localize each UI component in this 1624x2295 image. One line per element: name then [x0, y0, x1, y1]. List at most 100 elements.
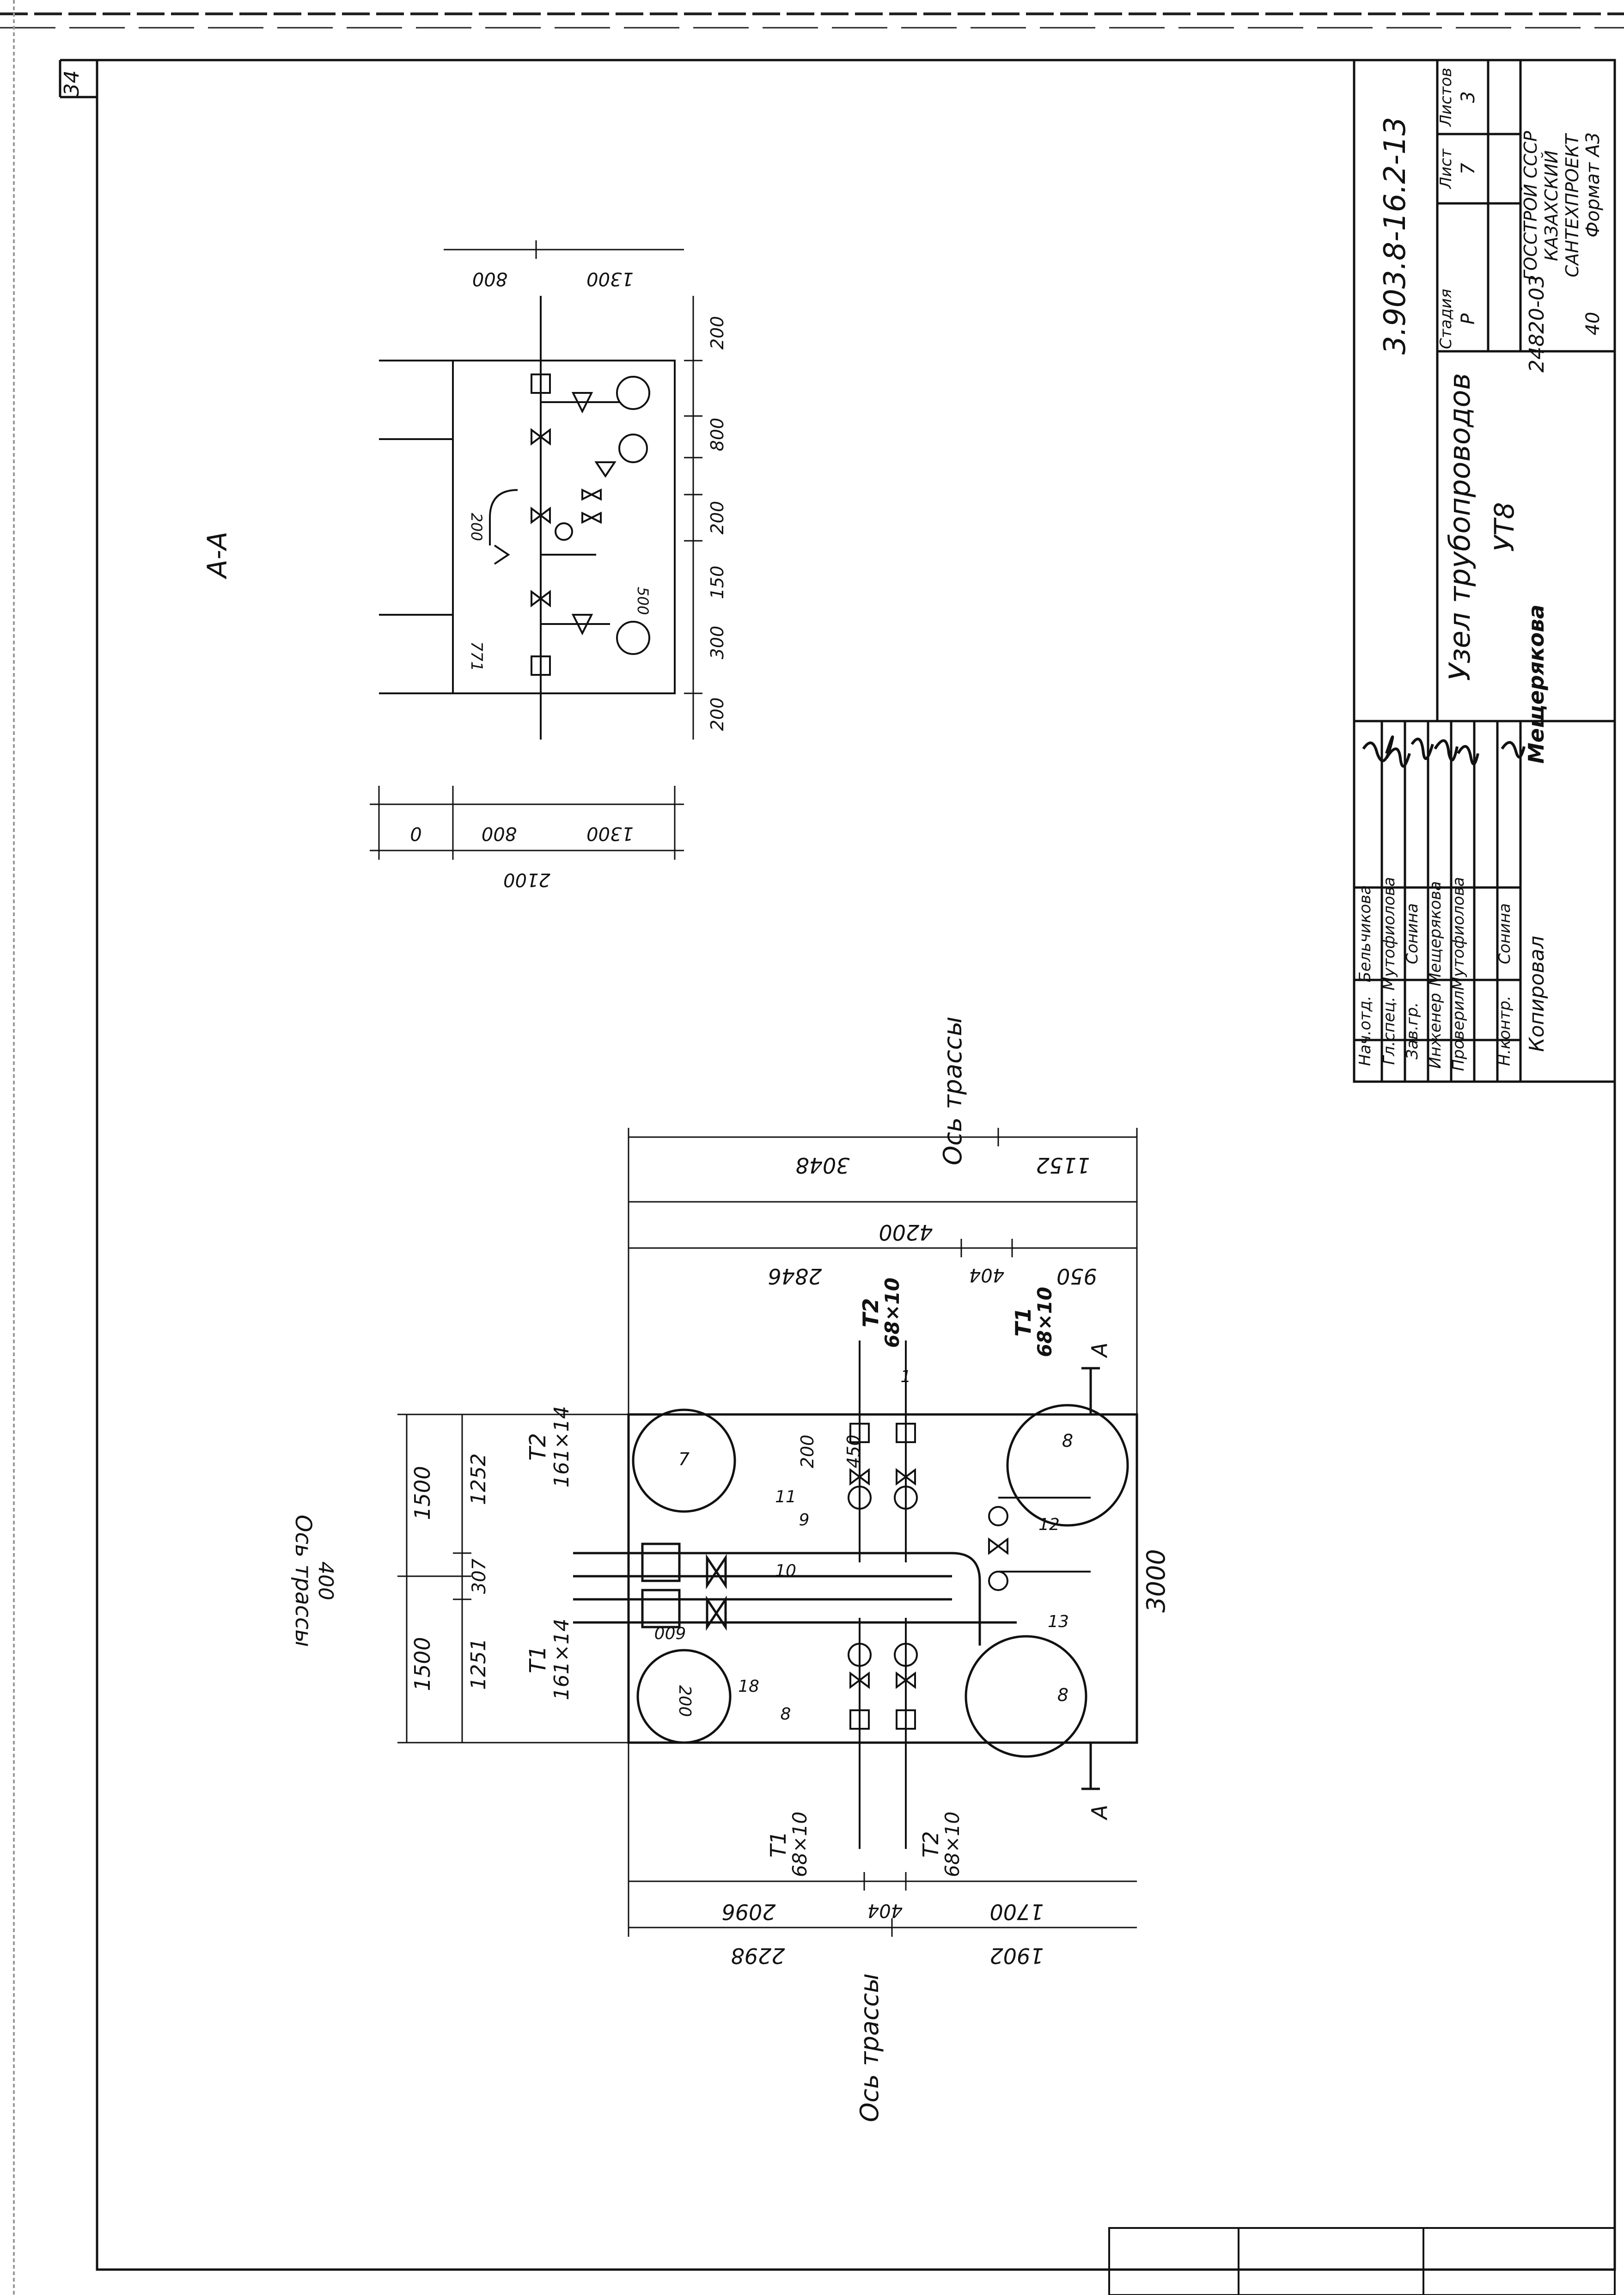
pipe-size: 68×10	[1033, 1287, 1056, 1357]
dim-top-outer: 1152	[1036, 1153, 1090, 1178]
pipe-code: T2	[525, 1433, 551, 1461]
dim-left: 200	[468, 513, 485, 541]
dim-chamber-width: 3000	[1142, 1549, 1171, 1612]
dim-small: 600	[654, 1623, 686, 1642]
sig-role: Зав.гр.	[1403, 1002, 1422, 1059]
dim-top-total: 4200	[879, 1220, 933, 1245]
position-number: 8	[781, 1705, 791, 1724]
sig-role: Нач.отд.	[1356, 996, 1374, 1066]
pipe-code: T1	[1011, 1307, 1036, 1336]
dim-left-inner: 1252	[467, 1453, 490, 1505]
sig-role: Н.контр.	[1496, 996, 1514, 1066]
position-number: 13	[1048, 1612, 1069, 1631]
dim-left: 771	[467, 642, 486, 672]
dim-width-top: 1300	[586, 268, 634, 289]
position-number: 8	[1062, 1431, 1073, 1451]
pipe-size: 68×10	[788, 1812, 811, 1877]
pipe-size: 68×10	[941, 1812, 964, 1877]
position-number: 1	[901, 1367, 911, 1386]
dim-h: 300	[707, 626, 727, 660]
bottom-stamp	[1108, 2227, 1616, 2295]
dim-small: 450	[843, 1435, 864, 1469]
dim-h: 150	[707, 566, 727, 600]
position-number: 8	[1057, 1685, 1068, 1705]
pipe-size: 161×14	[550, 1619, 574, 1701]
axis-label-left: Ось трассы	[290, 1515, 316, 1647]
sig-name: Мутофиолова	[1380, 877, 1398, 990]
sig-role: Проверил	[1449, 991, 1468, 1071]
org-line2: КАЗАХСКИЙ	[1541, 150, 1562, 261]
dim-width-bottom: 1300	[586, 823, 634, 844]
signature-rows: Нач.отд. Бельчикова Гл.спец. Мутофиолова…	[1356, 877, 1514, 1071]
sig-name: Бельчикова	[1356, 885, 1374, 982]
dim-width-bottom: 800	[482, 823, 517, 844]
stage-value: Р	[1458, 313, 1479, 324]
sig-name: Сонина	[1403, 903, 1422, 964]
dim-width-bottom: 0	[410, 823, 421, 844]
position-number: 7	[678, 1449, 690, 1469]
position-number: 12	[1038, 1515, 1060, 1534]
pipe-code: T2	[918, 1831, 943, 1857]
copied-name: Мещерякова	[1524, 605, 1549, 764]
pipe-size: 161×14	[550, 1406, 574, 1488]
dim-bottom-inner: 2096	[721, 1899, 775, 1924]
position-callouts: 1 7 8 8 8 9 10 11 12 13 18	[678, 1367, 1073, 1724]
sig-name: Мещерякова	[1426, 881, 1445, 986]
dim-top-inner: 950	[1056, 1264, 1097, 1289]
format-label: Формат А3	[1582, 132, 1604, 238]
position-number: 10	[775, 1561, 796, 1580]
section-mark: A	[1087, 1342, 1112, 1358]
org-line1: ГОССТРОЙ СССР	[1520, 131, 1541, 280]
dim-bottom-inner: 404	[867, 1900, 903, 1921]
dim-bottom-inner: 1700	[989, 1899, 1044, 1924]
pipe-code: T1	[766, 1831, 791, 1857]
dim-top-inner: 2846	[768, 1264, 822, 1289]
sig-role: Гл.спец.	[1380, 997, 1398, 1065]
sheets-value: 3	[1458, 91, 1479, 103]
sheet-value: 7	[1458, 163, 1479, 175]
axis-label-bottom: Ось трассы	[855, 1973, 884, 2122]
sheet-frame	[59, 59, 1616, 2271]
sig-role: Инженер	[1426, 993, 1445, 1069]
sheet-code: 40	[1582, 312, 1604, 336]
position-number: 9	[799, 1511, 810, 1530]
stage-header: Стадия	[1437, 289, 1455, 349]
dim-h: 200	[707, 316, 727, 350]
dim-left-inner: 307	[469, 1558, 490, 1594]
dim-left-offset: 400	[314, 1561, 337, 1600]
sheet-header: Лист	[1437, 148, 1455, 190]
handwritten-signatures	[1362, 735, 1526, 768]
title-block: 3.903.8-16.2-13 Узел трубопроводов УТ8 С…	[1353, 59, 1616, 1083]
dim-top-inner: 404	[969, 1264, 1004, 1285]
dim-top-outer: 3048	[795, 1153, 849, 1178]
sheet-number: 34	[60, 70, 84, 96]
dim-bottom-outer: 2298	[731, 1943, 785, 1968]
dim-bottom-outer: 1902	[989, 1943, 1044, 1968]
org-line3: САНТЕХПРОЕКТ	[1562, 133, 1582, 277]
section-a-a: A-A	[201, 240, 727, 890]
plan-view: 3048 1152 4200 2846 404 950 2096 404 170…	[290, 1016, 1171, 2122]
dim-h: 200	[707, 501, 727, 535]
section-mark: A	[1087, 1805, 1112, 1820]
pipe-labels: T2 161×14 T1 161×14 T2 68×10 T1 68×10 T1…	[525, 1278, 1056, 1877]
dim-h: 800	[707, 418, 727, 452]
section-label: A-A	[201, 532, 233, 580]
title-line1: Узел трубопроводов	[1443, 373, 1477, 681]
pipe-size: 68×10	[881, 1278, 904, 1348]
archive-number: 24820-03	[1525, 275, 1549, 373]
dim-width-top: 800	[472, 268, 507, 289]
position-number: 11	[775, 1487, 796, 1506]
title-line2: УТ8	[1489, 502, 1520, 552]
pipe-code: T2	[858, 1298, 883, 1327]
axis-label-top: Ось трассы	[938, 1016, 967, 1165]
sig-name: Сонина	[1496, 903, 1514, 964]
dim-small: 200	[675, 1685, 694, 1717]
dim-left-inner: 1251	[467, 1638, 490, 1690]
copied-label: Копировал	[1525, 936, 1549, 1052]
position-number: 18	[738, 1677, 759, 1696]
doc-number: 3.903.8-16.2-13	[1378, 117, 1412, 355]
dim-left-outer: 1500	[410, 1637, 435, 1691]
sheets-header: Листов	[1437, 67, 1455, 127]
